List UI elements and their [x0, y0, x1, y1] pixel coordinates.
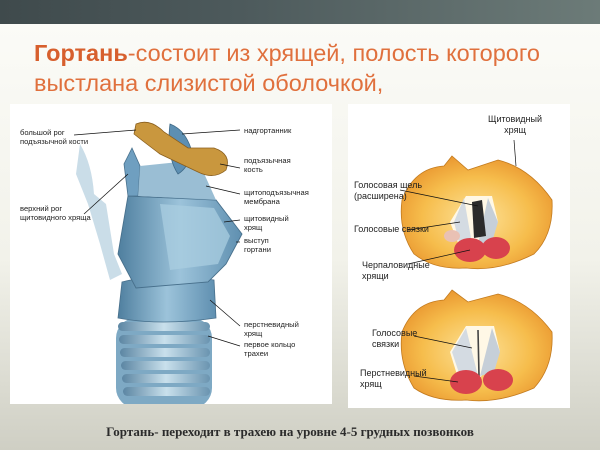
- hyoid-bone-shape: [133, 121, 228, 176]
- superior-horn-shape: [123, 147, 141, 197]
- label-vocal-cords-top: Голосовые связки: [354, 224, 429, 234]
- glottis-open-view: [400, 155, 553, 270]
- headline-bold: Гортань: [34, 40, 128, 66]
- glottis-illustration: [399, 139, 553, 402]
- label-leader-lines: [73, 129, 241, 347]
- top-bar: [0, 0, 600, 24]
- right-leader-lines: [399, 139, 517, 383]
- trachea: [116, 318, 212, 404]
- glottis-closed-view: [400, 289, 553, 402]
- label-glottis-dilated: Голосовая щель(расширена): [354, 180, 423, 201]
- slide-caption: Гортань- переходит в трахею на уровне 4-…: [106, 424, 474, 439]
- headline-rest: -состоит из хрящей, полость которого выс…: [34, 40, 541, 96]
- label-epiglottis: надгортанник: [244, 126, 292, 135]
- larynx-lateral-illustration: [73, 121, 243, 404]
- slide-headline: Гортань-состоит из хрящей, полость котор…: [34, 38, 582, 104]
